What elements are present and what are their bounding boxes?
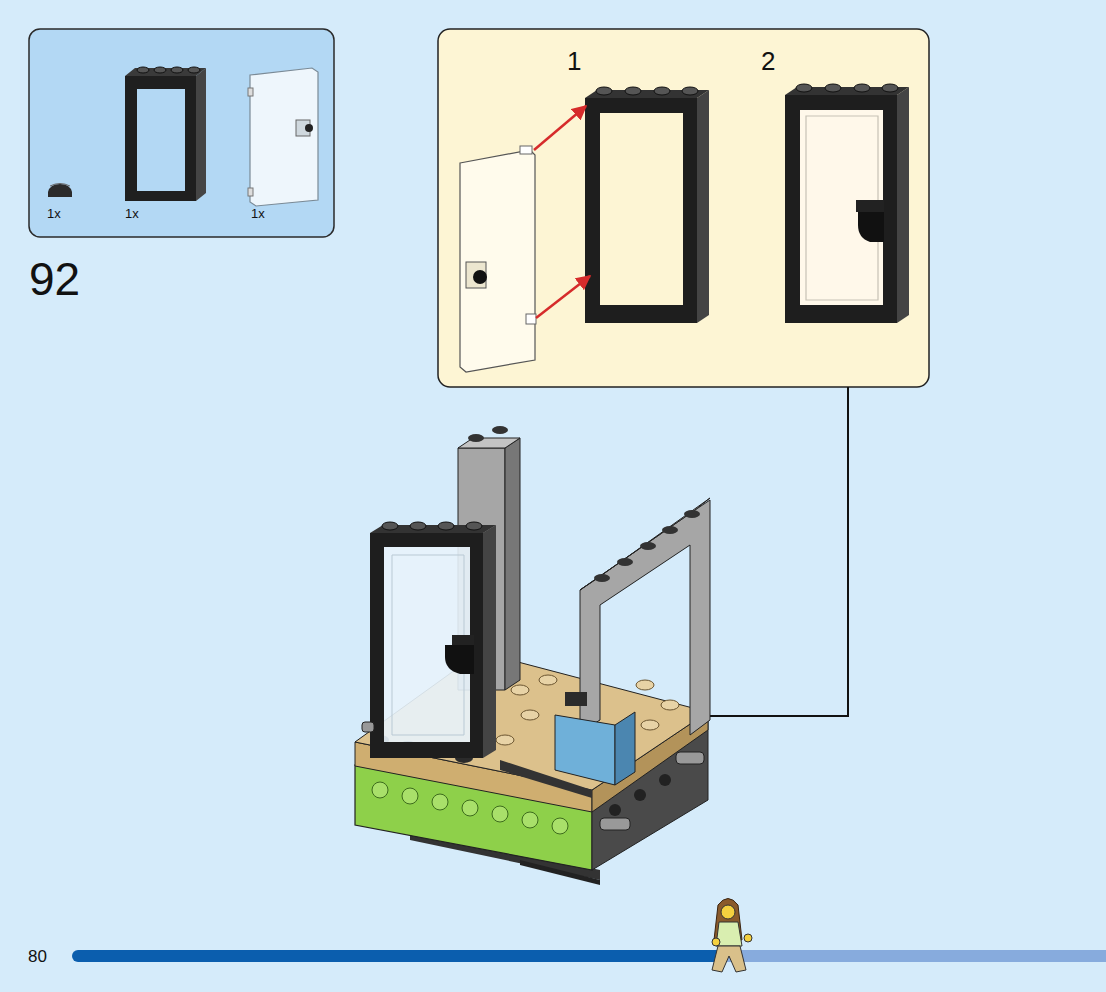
parts-panel [29,29,334,237]
substep-number: 1 [567,48,581,74]
page-number: 80 [28,948,47,965]
assembly-arrow [536,276,590,318]
substep-number: 2 [761,48,775,74]
step-number: 92 [29,256,80,302]
glass-door-part [248,68,318,206]
progress-bar-remaining [726,950,1106,962]
parts-callout: 1x 1x 1x [29,29,334,237]
glass-door [460,146,536,372]
part-quantity: 1x [251,207,265,220]
substep-callout: 12 [438,29,929,387]
part-quantity: 1x [125,207,139,220]
tile-part [48,184,72,197]
model-assembly [355,426,710,885]
part-quantity: 1x [47,207,61,220]
substep-panel [438,29,929,387]
minifigure [712,899,752,973]
progress-bar [72,950,732,962]
door-frame [585,87,709,323]
door-frame-assembled [785,84,909,323]
assembly-arrow [534,106,586,150]
door-frame-part [125,67,206,201]
